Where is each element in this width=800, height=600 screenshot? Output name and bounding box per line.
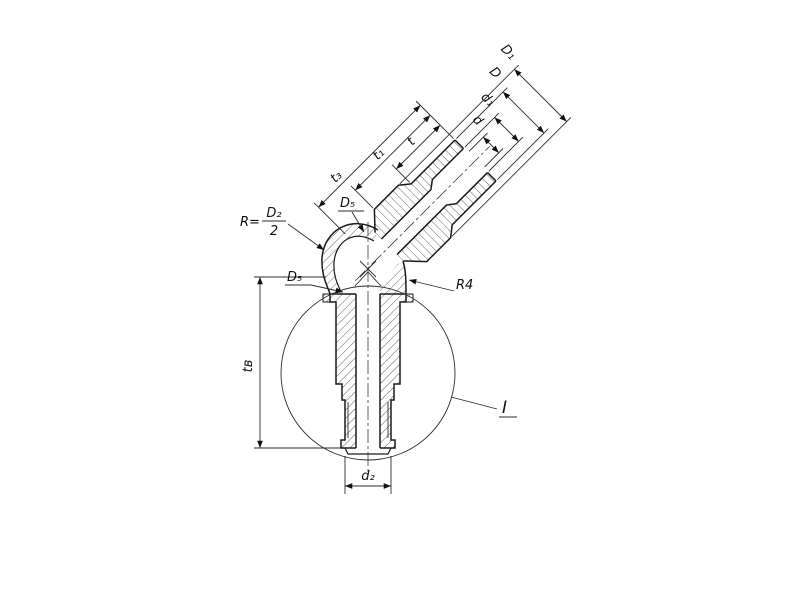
dim-d5-upper-leader [351,211,365,233]
radius-formula-group: R= D₂ 2 [240,206,325,251]
detail-view-marker: I [280,285,517,461]
dim-t3-line [318,105,421,208]
angled-body-group: d d₁ D D₁ t t₁ t₃ [313,42,572,282]
sphere-inner-outline [333,235,375,293]
thread-lines [347,402,389,438]
dim-r4-leader [408,278,455,292]
fillet-r4-outline [402,260,407,295]
dim-tv-group: tв [241,276,341,449]
stem-outline [329,293,407,455]
dim-d5-lower-group: D₅ [285,270,344,294]
stem-group [322,293,414,455]
radius-leader [287,223,325,251]
junction-group [321,222,407,295]
dim-d5-lower-label: D₅ [287,270,302,285]
dim-D1-line [514,68,568,122]
bore-intersection-lines [354,260,382,287]
dim-r4-group: R4 [408,278,473,293]
angled-centerline [354,146,490,282]
radius-denominator-label: 2 [270,224,278,239]
dim-d5-lower-leader [310,284,344,294]
radius-numerator-label: D₂ [266,206,281,221]
dim-tv-label: tв [241,360,256,373]
dim-d2-group: d₂ [344,456,392,494]
angled-body-outline [373,139,497,263]
dim-d-line [482,136,500,154]
sphere-outer-outline [321,222,379,295]
dim-d5-upper-label: D₅ [340,196,355,211]
radius-prefix-label: R= [240,215,260,230]
dim-d2-label: d₂ [361,469,374,484]
detail-circle [280,285,456,461]
detail-leader [450,396,498,410]
detail-label: I [502,398,507,418]
stem-tip-chamfer [344,447,392,455]
dim-d5-upper-group: D₅ [338,196,365,233]
dim-r4-label: R4 [456,278,473,293]
